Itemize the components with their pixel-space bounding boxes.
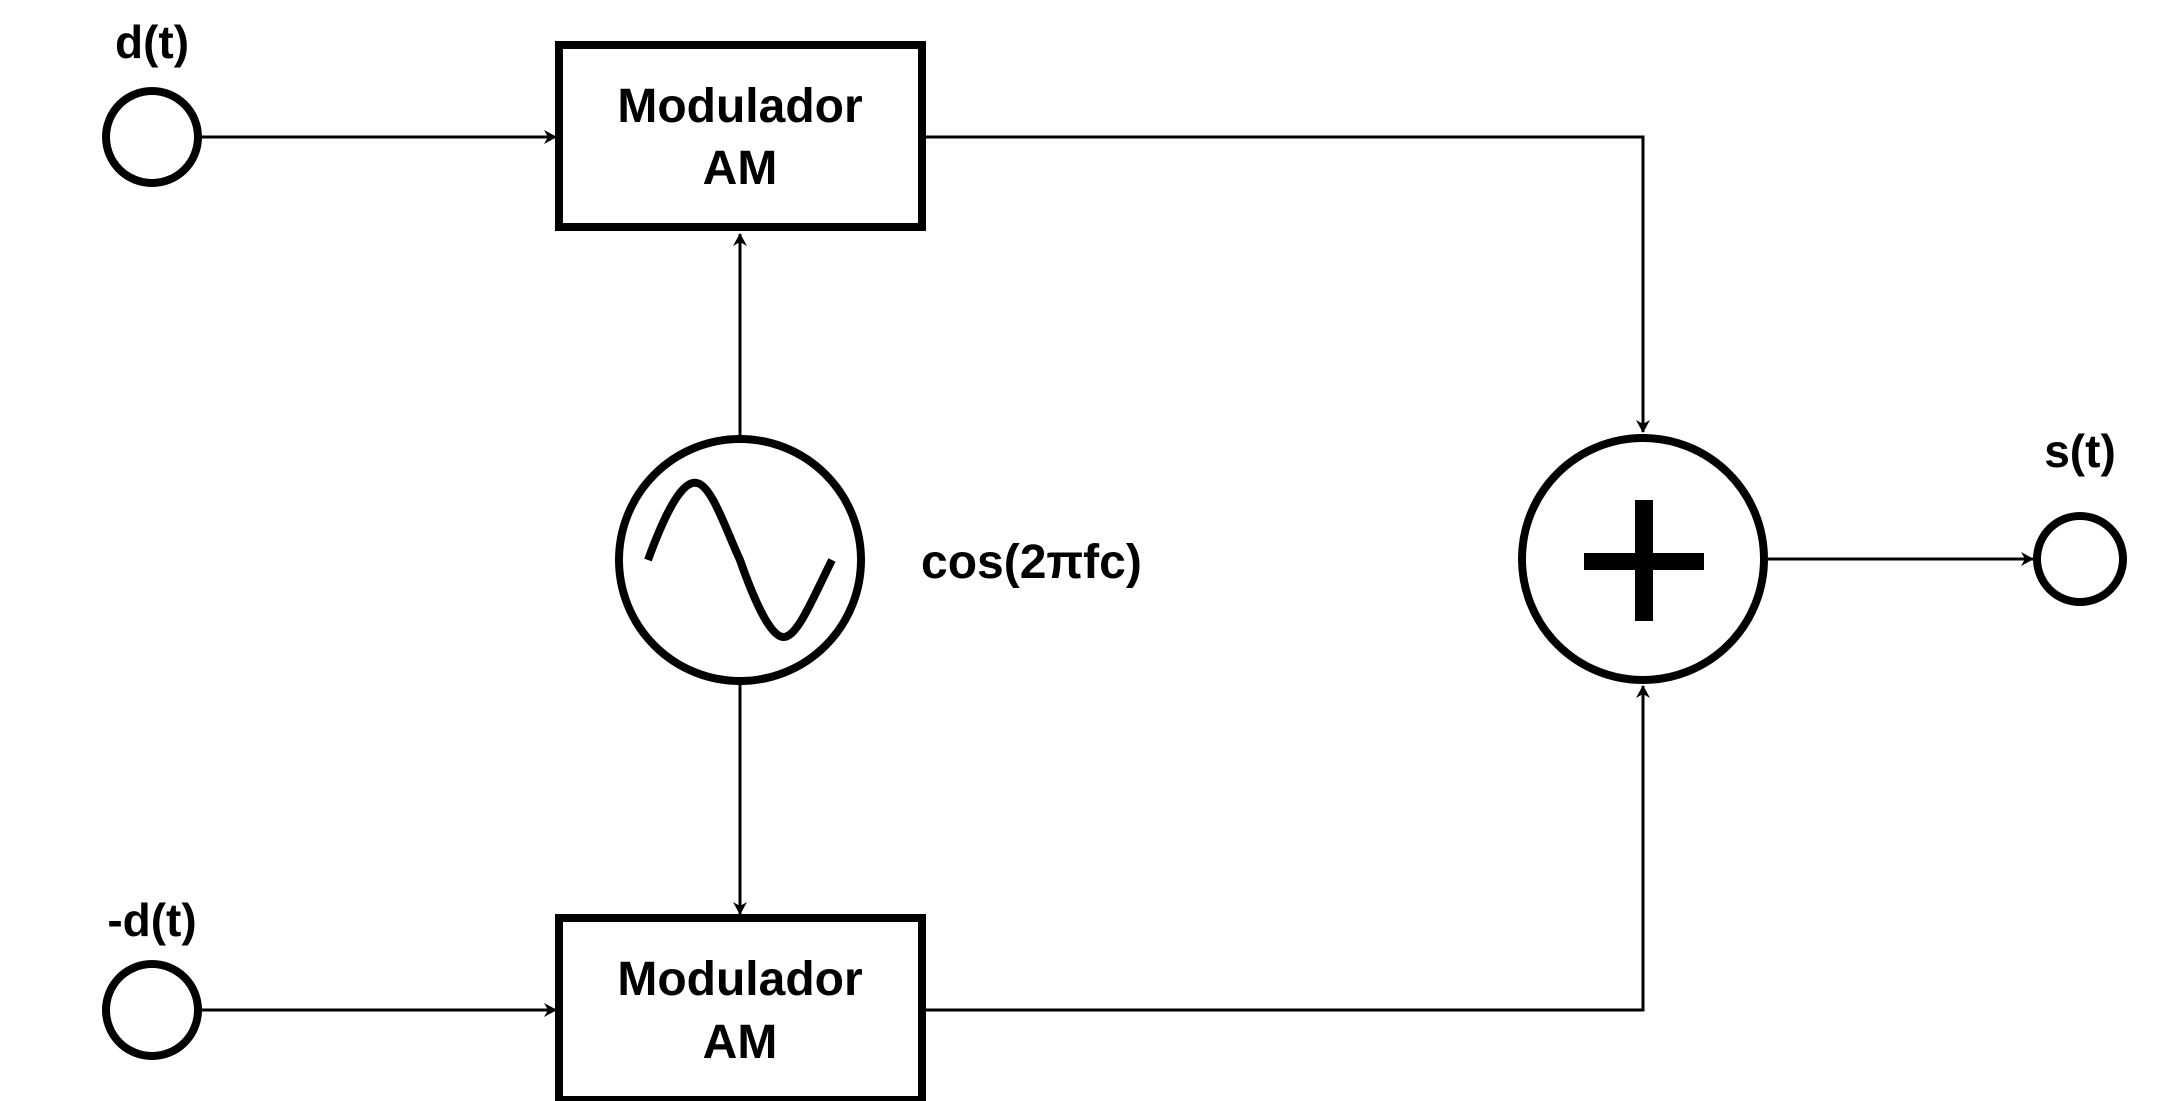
output-terminal	[2033, 512, 2127, 606]
input-terminal-d	[102, 87, 202, 187]
input-label-neg-d: -d(t)	[107, 894, 196, 946]
summer	[1518, 434, 1768, 684]
input-terminal-neg-d	[102, 960, 202, 1060]
sine-wave-icon	[644, 478, 836, 641]
oscillator	[615, 435, 865, 685]
summer-circle	[1518, 434, 1768, 684]
output-label: s(t)	[2044, 425, 2116, 477]
top-modulator-block: Modulador AM	[555, 41, 926, 231]
top-modulator-label-line2: AM	[703, 142, 778, 195]
input-label-d: d(t)	[115, 16, 189, 68]
arrow-top-modulator-to-summer	[926, 135, 1650, 433]
bottom-modulator-label-line2: AM	[703, 1016, 778, 1069]
bottom-modulator-label-line1: Modulador	[617, 953, 862, 1006]
arrow-bottom-modulator-to-summer	[926, 685, 1650, 1012]
plus-icon	[1584, 500, 1704, 621]
bottom-modulator-block: Modulador AM	[555, 914, 926, 1101]
oscillator-label: cos(2πfc)	[921, 536, 1142, 589]
oscillator-circle	[615, 435, 865, 685]
top-modulator-label-line1: Modulador	[617, 80, 862, 133]
